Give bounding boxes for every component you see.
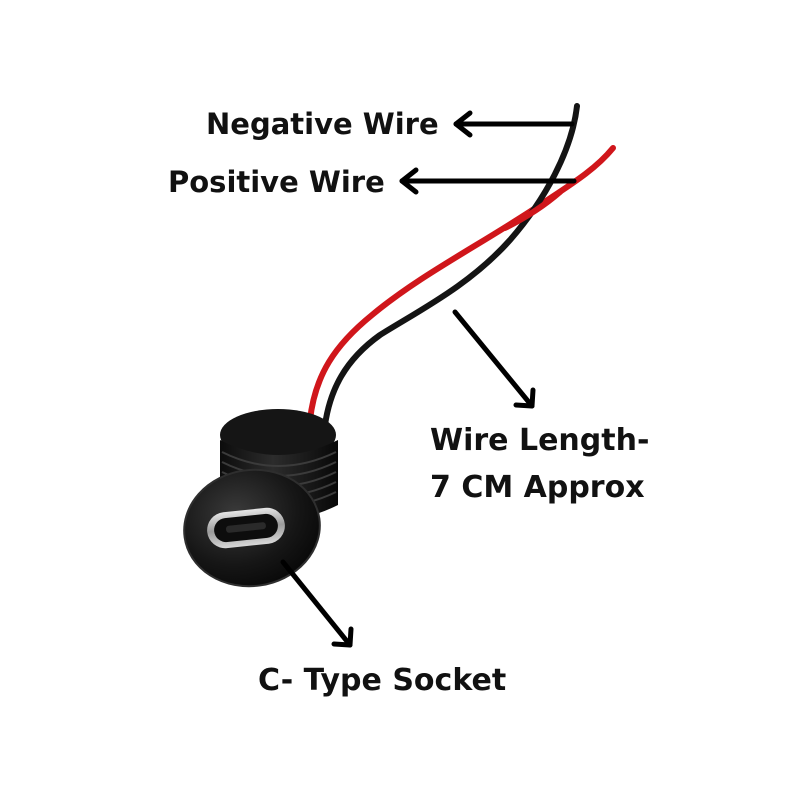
positive-wire-twist — [502, 189, 563, 231]
wire-bundle — [307, 103, 616, 428]
arrow-left-icon — [453, 110, 575, 138]
socket-label: C- Type Socket — [258, 663, 506, 698]
socket-rear-cap — [220, 409, 336, 461]
usb-c-tongue — [225, 522, 266, 533]
wire-length-label: Wire Length- — [430, 423, 649, 458]
negative-wire-label: Negative Wire — [206, 107, 439, 141]
c-type-socket — [183, 409, 338, 588]
callout-arrows — [280, 110, 577, 648]
arrow-down-icon — [280, 559, 354, 648]
arrow-down-icon — [452, 309, 536, 409]
positive-wire-label: Positive Wire — [168, 165, 385, 199]
negative-wire — [322, 103, 580, 428]
wire-length-value: 7 CM Approx — [430, 470, 645, 505]
positive-wire — [307, 145, 616, 423]
socket-flange-rim — [183, 468, 321, 588]
arrow-left-icon — [399, 167, 577, 195]
